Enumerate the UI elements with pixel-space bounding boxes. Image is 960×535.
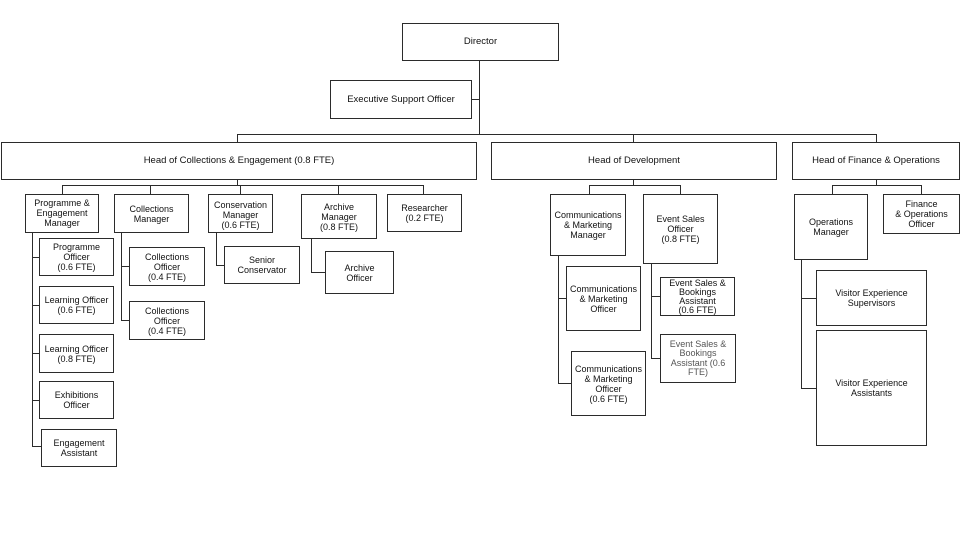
- connector-line: [62, 185, 424, 187]
- connector-line: [237, 179, 239, 185]
- collections-officer-box: Collections Officer (0.4 FTE): [129, 301, 205, 340]
- connector-line: [311, 272, 325, 274]
- archive-manager-box: Archive Manager (0.8 FTE): [301, 194, 377, 239]
- connector-line: [651, 358, 660, 360]
- collections-officer-box: Collections Officer (0.4 FTE): [129, 247, 205, 286]
- connector-line: [121, 232, 123, 320]
- connector-line: [338, 185, 340, 195]
- connector-line: [589, 185, 591, 195]
- archive-officer-box: Archive Officer: [325, 251, 394, 294]
- connector-line: [216, 232, 218, 265]
- connector-line: [801, 388, 817, 390]
- connector-line: [32, 400, 39, 402]
- connector-line: [423, 185, 425, 195]
- event-sales-bookings-assistant-box: Event Sales & Bookings Assistant (0.6 FT…: [660, 334, 736, 383]
- visitor-experience-supervisors-box: Visitor Experience Supervisors: [816, 270, 927, 326]
- connector-line: [32, 305, 39, 307]
- connector-line: [832, 185, 834, 195]
- connector-line: [32, 232, 34, 446]
- connector-line: [651, 296, 660, 298]
- senior-conservator-box: Senior Conservator: [224, 246, 300, 284]
- communications-marketing-officer-box: Communications & Marketing Officer (0.6 …: [571, 351, 646, 416]
- connector-line: [121, 320, 129, 322]
- connector-line: [479, 60, 481, 135]
- connector-line: [921, 185, 923, 195]
- connector-line: [589, 185, 681, 187]
- communications-marketing-manager-box: Communications & Marketing Manager: [550, 194, 626, 256]
- connector-line: [32, 446, 41, 448]
- finance-operations-officer-box: Finance & Operations Officer: [883, 194, 960, 234]
- connector-line: [32, 257, 39, 259]
- connector-line: [216, 265, 225, 267]
- operations-manager-box: Operations Manager: [794, 194, 868, 260]
- head-finance-operations-box: Head of Finance & Operations: [792, 142, 960, 180]
- executive-support-officer-box: Executive Support Officer: [330, 80, 472, 119]
- connector-line: [237, 134, 877, 136]
- connector-line: [237, 134, 239, 143]
- connector-line: [471, 99, 480, 101]
- connector-line: [633, 134, 635, 143]
- connector-line: [801, 260, 803, 388]
- event-sales-bookings-assistant-box: Event Sales & Bookings Assistant (0.6 FT…: [660, 277, 735, 316]
- connector-line: [311, 238, 313, 272]
- connector-line: [801, 298, 817, 300]
- connector-line: [558, 383, 571, 385]
- connector-line: [633, 179, 635, 185]
- learning-officer-box: Learning Officer (0.8 FTE): [39, 334, 114, 373]
- exhibitions-officer-box: Exhibitions Officer: [39, 381, 114, 419]
- head-collections-engagement-box: Head of Collections & Engagement (0.8 FT…: [1, 142, 477, 180]
- connector-line: [62, 185, 64, 195]
- connector-line: [121, 266, 129, 268]
- connector-line: [651, 264, 653, 358]
- head-development-box: Head of Development: [491, 142, 777, 180]
- connector-line: [558, 298, 566, 300]
- communications-marketing-officer-box: Communications & Marketing Officer: [566, 266, 641, 331]
- connector-line: [32, 353, 39, 355]
- visitor-experience-assistants-box: Visitor Experience Assistants: [816, 330, 927, 446]
- connector-line: [558, 256, 560, 383]
- event-sales-officer-box: Event Sales Officer (0.8 FTE): [643, 194, 718, 264]
- connector-line: [680, 185, 682, 195]
- director-box: Director: [402, 23, 559, 61]
- connector-line: [876, 179, 878, 185]
- researcher-box: Researcher (0.2 FTE): [387, 194, 462, 232]
- programme-officer-box: Programme Officer (0.6 FTE): [39, 238, 114, 276]
- collections-manager-box: Collections Manager: [114, 194, 189, 233]
- connector-line: [240, 185, 242, 195]
- learning-officer-box: Learning Officer (0.6 FTE): [39, 286, 114, 324]
- conservation-manager-box: Conservation Manager (0.6 FTE): [208, 194, 273, 233]
- connector-line: [876, 134, 878, 143]
- connector-line: [832, 185, 922, 187]
- engagement-assistant-box: Engagement Assistant: [41, 429, 117, 467]
- connector-line: [150, 185, 152, 195]
- programme-engagement-manager-box: Programme & Engagement Manager: [25, 194, 99, 233]
